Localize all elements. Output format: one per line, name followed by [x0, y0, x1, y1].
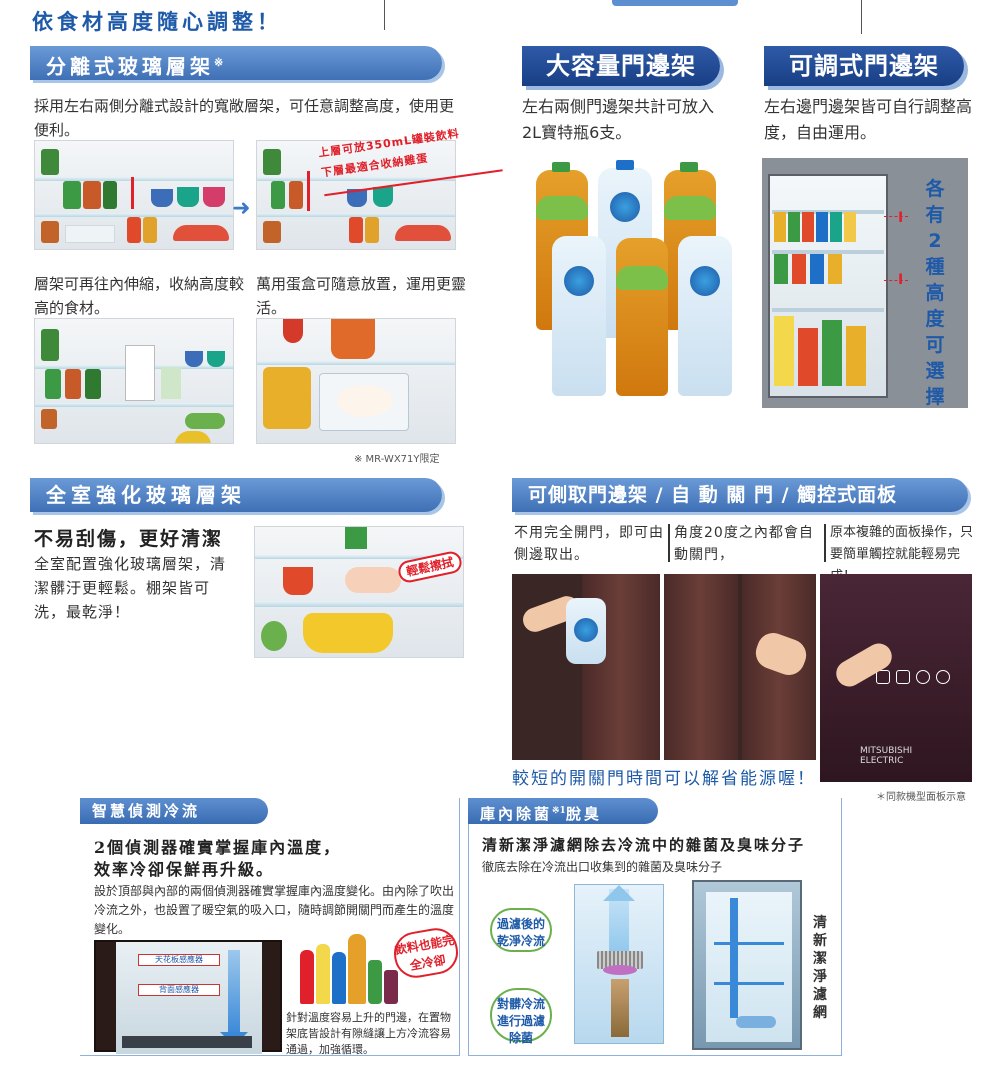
sec5-col1: 不用完全開門，即可由側邊取出。: [514, 525, 664, 563]
divider: [861, 0, 862, 34]
section-banner-sterilize: 庫內除菌※1脫臭: [468, 798, 658, 824]
sec5-col3: 原本複雜的面板操作，只要簡單觸控就能輕易完成！: [830, 525, 974, 584]
panel-note: ＊同款機型面板示意: [876, 792, 966, 803]
section-banner-separated-shelf: 分離式玻璃層架※: [30, 46, 442, 80]
egg-box-photo: [256, 318, 456, 444]
divider: [384, 0, 385, 30]
touch-panel-photo: MITSUBISHI ELECTRIC: [820, 574, 972, 782]
title-mark: ※: [214, 56, 224, 69]
section-banner-smart-sensor: 智慧偵測冷流: [80, 798, 268, 824]
footnote: ※ MR-WX71Y限定: [354, 454, 440, 465]
sec3-description: 左右邊門邊架皆可自行調整高度，自由運用。: [764, 97, 973, 142]
sec1-description: 採用左右兩側分離式設計的寬敞層架，可任意調整高度，使用更便利。: [34, 97, 455, 139]
bubble-clean-air: 過濾後的乾淨冷流: [490, 908, 552, 952]
door-note: 針對溫度容易上升的門邊，在置物架底皆設計有隙縫讓上方冷流容易通過，加強循環。: [286, 1011, 451, 1056]
shelf-photo-2: [256, 140, 456, 250]
brand-label: MITSUBISHI ELECTRIC: [860, 746, 913, 766]
sec7-title-mark: ※1: [552, 806, 566, 816]
sec5-col2: 角度20度之內都會自動關門，: [674, 525, 814, 563]
sensor-back-label: 背面感應器: [138, 984, 220, 996]
bottles-photo: [522, 156, 742, 396]
section-banner-adjustable-door-shelf: 可調式門邊架: [764, 46, 964, 86]
sec7-title: 庫內除菌: [480, 805, 553, 823]
sec1-caption-left: 層架可再往內伸縮，收納高度較高的食材。: [34, 275, 245, 317]
filter-diagram: [574, 884, 664, 1044]
sec4-description: 全室配置強化玻璃層架，清潔髒汙更輕鬆。棚架皆可洗，最乾淨！: [34, 555, 227, 621]
section-banner-tempered-glass: 全室強化玻璃層架: [30, 478, 442, 512]
sec7-title-tail: 脫臭: [565, 805, 602, 823]
section-banner-large-door-shelf: 大容量門邊架: [522, 46, 720, 86]
sec6-description: 設於頂部與內部的兩個偵測器確實掌握庫內溫度變化。由內除了吹出冷流之外，也設置了暖…: [94, 884, 455, 936]
auto-close-photo: [664, 574, 816, 760]
sec6-headline2: 效率冷卻保鮮再升級。: [94, 860, 275, 879]
sensor-top-label: 天花板感應器: [138, 954, 220, 966]
section-banner-door-features: 可側取門邊架 / 自 動 關 門 / 觸控式面板: [512, 478, 968, 512]
arrow-right-icon: ➜: [232, 196, 251, 221]
sec7-sub: 徹底去除在冷流出口收集到的雜菌及臭味分子: [482, 860, 723, 874]
sec2-description: 左右兩側門邊架共計可放入2L寶特瓶6支。: [522, 97, 715, 142]
fridge-airflow-diagram: [692, 880, 802, 1050]
tab-stub: [612, 0, 738, 6]
sec4-subtitle: 不易刮傷，更好清潔: [34, 528, 224, 550]
bubble-filter: 對髒冷流進行過濾除菌: [490, 988, 552, 1045]
wipe-shelf-photo: [254, 526, 464, 658]
page-heading: 依食材高度隨心調整！: [32, 9, 282, 34]
sec1-caption-right: 萬用蛋盒可隨意放置，運用更靈活。: [256, 275, 467, 317]
shelf-photo-3: [34, 318, 234, 444]
side-access-photo: [512, 574, 660, 760]
section-title: 分離式玻璃層架: [46, 54, 214, 79]
sec7-side-label: 清新潔淨濾網: [813, 915, 827, 1021]
shelf-photo-1: [34, 140, 234, 250]
sec6-headline1: 2個偵測器確實掌握庫內溫度，: [94, 838, 342, 857]
fridge-diagram: 天花板感應器 背面感應器: [94, 940, 282, 1054]
door-shelf-photo: I I 各有2種高度可選擇: [762, 158, 968, 408]
sec7-headline: 清新潔淨濾網除去冷流中的雜菌及臭味分子: [482, 836, 806, 854]
energy-saving-note: 較短的開關門時間可以解省能源喔！: [512, 764, 816, 789]
drinks-illustration: [296, 930, 416, 1004]
sec3-side-label: 各有2種高度可選擇: [925, 178, 945, 408]
